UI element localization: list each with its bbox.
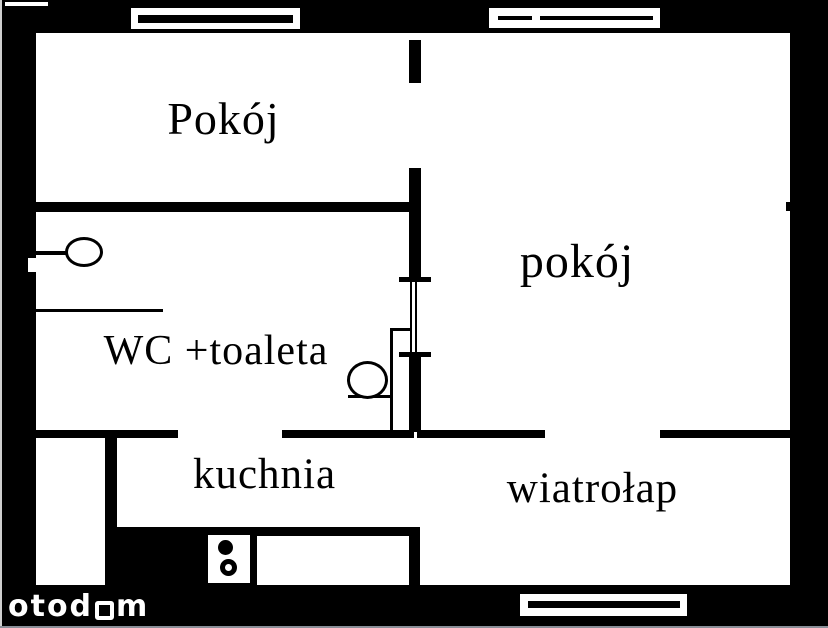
otodom-square-icon xyxy=(95,600,115,620)
scan-dash-top-left xyxy=(5,2,48,6)
washbasin-icon xyxy=(65,237,103,267)
burner-icon xyxy=(218,540,233,555)
wall-left xyxy=(0,0,36,628)
otodom-logo: otod m xyxy=(8,591,149,623)
door-jamb-top-tick xyxy=(399,277,431,282)
window-bottom-glass xyxy=(528,601,680,608)
otodom-logo-text-right: m xyxy=(116,589,150,624)
door-jamb-bottom-tick xyxy=(399,352,431,357)
counter-line xyxy=(36,309,163,312)
wall-kuchnia-wiatrolap xyxy=(409,527,420,587)
duct-line-vertical xyxy=(390,328,393,438)
wall-central-upper xyxy=(409,40,421,83)
wall-central-middle xyxy=(409,168,421,277)
wall-central-lower xyxy=(409,357,421,432)
room-label-wc: WC +toaleta xyxy=(103,328,329,374)
wall-notch xyxy=(28,258,36,272)
wall-tick-right xyxy=(786,202,792,211)
wall-wc-kuchnia-right xyxy=(282,430,414,438)
room-label-kuchnia: kuchnia xyxy=(192,451,337,498)
room-label-pokoj-right: pokój xyxy=(519,235,635,288)
wall-top xyxy=(0,0,828,33)
room-label-wiatrolap: wiatrołap xyxy=(506,465,679,512)
scan-edge-bottom xyxy=(0,626,828,628)
toilet-icon xyxy=(347,361,388,399)
window-top-right-glass xyxy=(498,16,532,20)
scan-edge-left xyxy=(0,0,2,628)
wall-pokoj-wc xyxy=(36,202,414,212)
otodom-logo-text-left: otod xyxy=(8,589,94,624)
duct-line-horizontal xyxy=(390,328,412,331)
burner-ring-icon xyxy=(220,559,237,576)
wall-kuchnia-left xyxy=(105,438,117,528)
door-leaf-line-2 xyxy=(415,282,417,352)
wall-right xyxy=(790,0,828,628)
wall-pokoj-wiatrolap-right xyxy=(660,430,790,438)
wall-wc-kuchnia-left xyxy=(36,430,178,438)
window-top-left-glass xyxy=(138,15,293,23)
door-leaf-line-1 xyxy=(410,282,412,352)
wall-bottom xyxy=(0,585,828,628)
wall-pokoj-wiatrolap-left xyxy=(417,430,545,438)
wall-kuchnia-bottom xyxy=(105,527,415,536)
room-label-pokoj-top: Pokój xyxy=(167,93,280,144)
washbasin-line xyxy=(28,251,68,255)
window-top-right-glass2 xyxy=(540,16,653,20)
